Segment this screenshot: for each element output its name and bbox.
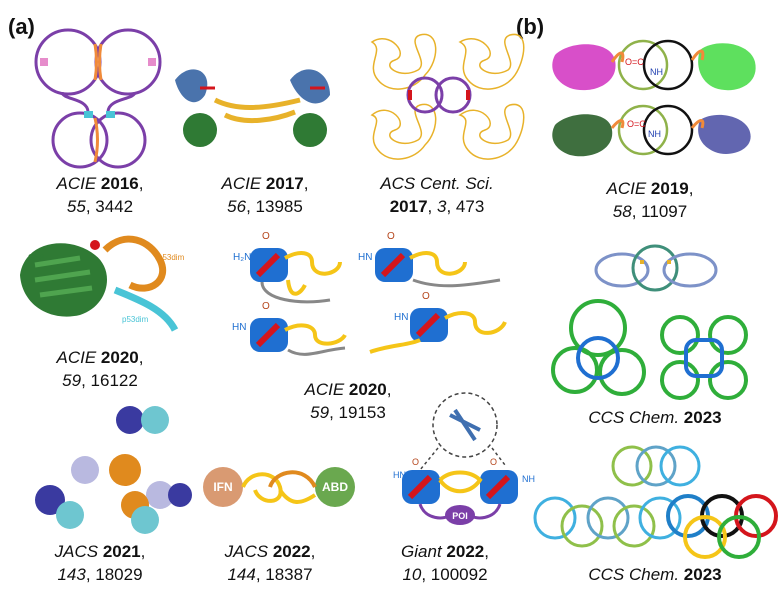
citation-jacs-2022: JACS 2022, 144, 18387 [224,542,316,584]
disordered-catenane-2017 [370,33,525,160]
citation-acs-cent-sci-2017: ACS Cent. Sci. 2017, 3, 473 [380,174,494,216]
label-o-6: O [490,457,497,467]
label-ifn: IFN [213,480,232,494]
label-abd: ABD [322,480,348,494]
citation-jacs-2021: JACS 2021, 143, 18029 [54,542,146,584]
citation-acie-2019: ACIE 2019, 58, 11097 [606,179,694,221]
label-o-5: O [412,457,419,467]
citation-giant-2022: Giant 2022, 10, 100092 [401,542,489,584]
label-o-2: O [387,231,395,242]
ifn-abd-diagram: IFN ABD [203,467,355,507]
five-ring-catenane [533,496,682,548]
label-oc-2: O=C [627,119,646,129]
trefoil-knot [551,299,646,396]
catenane-diagram-2016 [34,28,162,169]
label-p53dim-b: p53dim [122,315,149,324]
label-poi: POI [452,511,468,521]
label-p53dim-a: p53dim [158,253,185,262]
topology-unit-2: HN O [358,231,501,288]
panel-label-a: (a) [8,14,35,39]
label-nh-2: NH [650,67,663,77]
linear-catenane-three [611,445,701,487]
citation-acie-2020-b: ACIE 2020, 59, 19153 [304,380,392,422]
topology-unit-4: HN O [369,291,507,354]
citation-ccs-chem-2023-b: CCS Chem. 2023 [588,565,722,584]
protein-catenane-2017 [175,69,330,147]
label-o-3: O [262,301,270,312]
label-hn-3: HN [394,312,408,323]
panel-label-b: (b) [516,14,545,39]
topology-unit-1: H₂N O [233,231,342,304]
citation-acie-2016: ACIE 2016, 55, 3442 [56,174,144,216]
label-oc-1: O=C [625,57,644,67]
topology-unit-3: HN O [232,301,347,356]
olympic-rings [666,494,778,559]
citation-ccs-chem-2023-a: CCS Chem. 2023 [588,408,722,427]
topology-array-2020: H₂N O HN O HN O HN O [232,231,507,356]
label-nh-3: NH [648,129,661,139]
label-gfp: GFP [28,253,44,262]
four-loop-knot [660,315,748,400]
label-o-4: O [422,291,430,302]
label-o-1: O [262,231,270,242]
label-nh-1: NH [522,474,535,484]
label-hn-4: HN [393,470,406,480]
giant-2022-diagram: POI HN NH O O [393,392,535,525]
catenane-trio [594,244,718,292]
protein-trimer-2021 [35,406,192,534]
label-h2n: H₂N [233,252,251,263]
citation-acie-2020-a: ACIE 2020, 59, 16122 [56,348,144,390]
citation-acie-2017: ACIE 2017, 56, 13985 [221,174,309,216]
label-hn-1: HN [358,252,372,263]
protein-catenane-2019: O=C NH O=C NH [552,39,756,157]
label-hn-2: HN [232,322,246,333]
gfp-p53-structure: GFP p53dim p53dim [20,235,185,332]
